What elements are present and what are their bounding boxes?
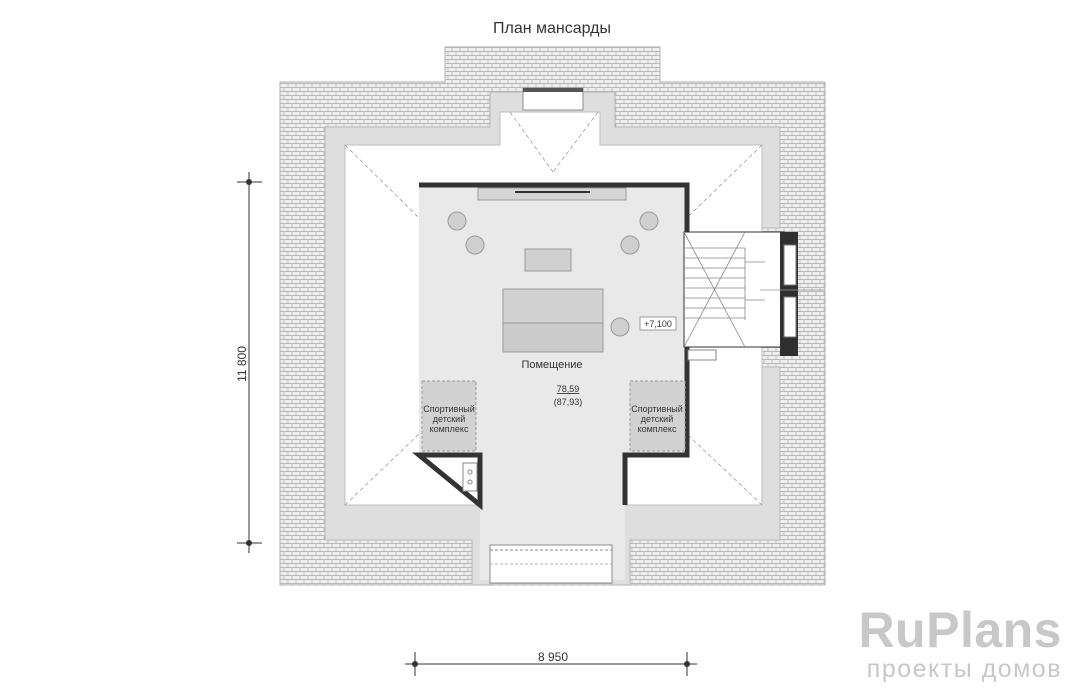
main-room-walls <box>412 182 690 511</box>
right-sport-label-1: Спортивный <box>631 404 683 414</box>
right-sport-label-3: комплекс <box>638 424 677 434</box>
coffee-table <box>524 248 572 272</box>
room-name: Помещение <box>521 359 582 371</box>
left-sport-label-2: детский <box>433 414 465 424</box>
sport-complex-right <box>629 380 686 452</box>
horizontal-dimension-line <box>405 652 697 676</box>
ruplans-logo: RuPlans проекты домов <box>858 604 1062 682</box>
dimension-vertical: 11 800 <box>235 346 249 382</box>
logo-brand: RuPlans <box>858 602 1062 658</box>
sofa-seat <box>502 322 604 353</box>
top-dormer-sill <box>523 88 583 92</box>
right-utility-unit <box>687 349 717 361</box>
stair-steps <box>683 231 765 348</box>
right-window-1 <box>783 244 797 286</box>
level-mark-box <box>639 316 677 331</box>
left-sport-label-3: комплекс <box>430 424 469 434</box>
right-window-2 <box>783 296 797 338</box>
plan-title: План мансарды <box>493 20 611 37</box>
vertical-dimension-line <box>237 172 262 553</box>
main-room-floor <box>419 185 687 580</box>
speaker-rear <box>610 317 630 337</box>
logo-tagline: проекты домов <box>866 655 1062 683</box>
stair-area <box>683 231 785 348</box>
speaker-top-right <box>639 211 659 231</box>
right-sport-label-2: детский <box>641 414 673 424</box>
sport-complex-left <box>421 380 477 452</box>
left-utility-dot2 <box>467 479 473 485</box>
dimension-horizontal: 8 950 <box>538 650 568 664</box>
left-utility-unit <box>462 462 478 492</box>
level-mark: +7,100 <box>644 319 672 329</box>
room-area-total: (87,93) <box>554 397 583 407</box>
speaker-mid-left <box>465 235 485 255</box>
speaker-top-left <box>447 211 467 231</box>
speaker-mid-right <box>620 235 640 255</box>
left-sport-label-1: Спортивный <box>423 404 475 414</box>
tv-wall-unit <box>477 187 627 201</box>
left-utility-dot1 <box>467 469 473 475</box>
room-area: 78,59 <box>557 384 580 394</box>
